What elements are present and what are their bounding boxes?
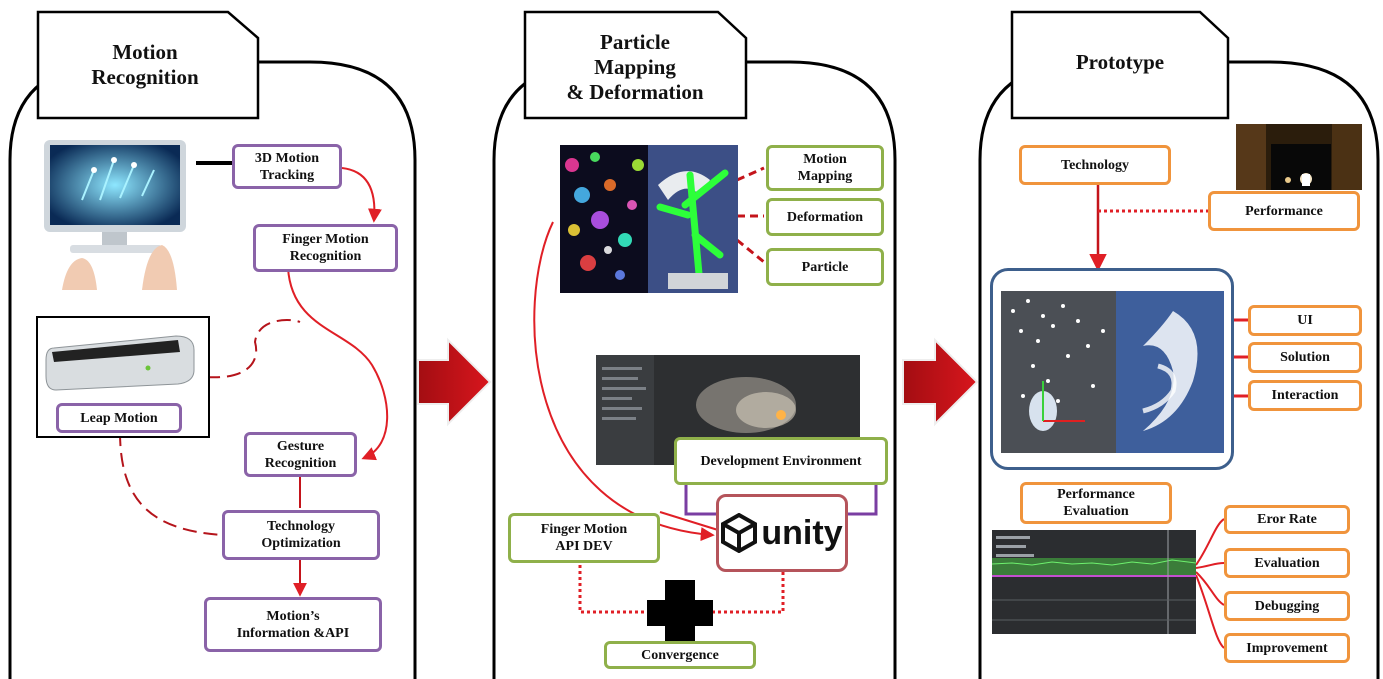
node-solution: Solution [1248, 342, 1362, 373]
node-leap-motion: Leap Motion [56, 403, 182, 433]
node-technology-optimization: Technology Optimization [222, 510, 380, 560]
node-3d-motion-tracking: 3D Motion Tracking [232, 144, 342, 189]
node-particle: Particle [766, 248, 884, 286]
prototype-view-frame [990, 268, 1234, 470]
node-error-rate: Eror Rate [1224, 505, 1350, 534]
node-performance-evaluation: Performance Evaluation [1020, 482, 1172, 524]
node-development-environment: Development Environment [674, 437, 888, 485]
big-arrow-1 [417, 337, 492, 427]
panel-title-motion-recognition: Motion Recognition [91, 40, 199, 89]
node-evaluation: Evaluation [1224, 548, 1350, 578]
unity-wordmark: unity [761, 514, 843, 552]
title-tab-motion [36, 10, 260, 120]
node-gesture-recognition: Gesture Recognition [244, 432, 357, 477]
node-convergence: Convergence [604, 641, 756, 669]
unity-logo: unity [716, 494, 848, 572]
title-tab-particle [523, 10, 748, 120]
title-tab-prototype [1010, 10, 1230, 120]
node-ui: UI [1248, 305, 1362, 336]
node-technology: Technology [1019, 145, 1171, 185]
node-motion-information-api: Motion’s Information &API [204, 597, 382, 652]
node-improvement: Improvement [1224, 633, 1350, 663]
node-deformation: Deformation [766, 198, 884, 236]
node-interaction: Interaction [1248, 380, 1362, 411]
node-debugging: Debugging [1224, 591, 1350, 621]
particle-skeleton-image [560, 145, 738, 293]
panel-title-particle-mapping: Particle Mapping & Deformation [566, 29, 704, 104]
node-finger-motion-recognition: Finger Motion Recognition [253, 224, 398, 272]
node-finger-motion-api-dev: Finger Motion API DEV [508, 513, 660, 563]
big-arrow-2 [902, 337, 979, 427]
monitor-hands-image [42, 130, 192, 290]
panel-title-prototype: Prototype [1075, 49, 1165, 74]
performance-graph-screenshot [992, 530, 1196, 634]
unity-cube-icon [721, 513, 758, 553]
performance-photo [1236, 124, 1362, 190]
node-motion-mapping: Motion Mapping [766, 145, 884, 191]
node-performance: Performance [1208, 191, 1360, 231]
plus-symbol [647, 580, 713, 646]
